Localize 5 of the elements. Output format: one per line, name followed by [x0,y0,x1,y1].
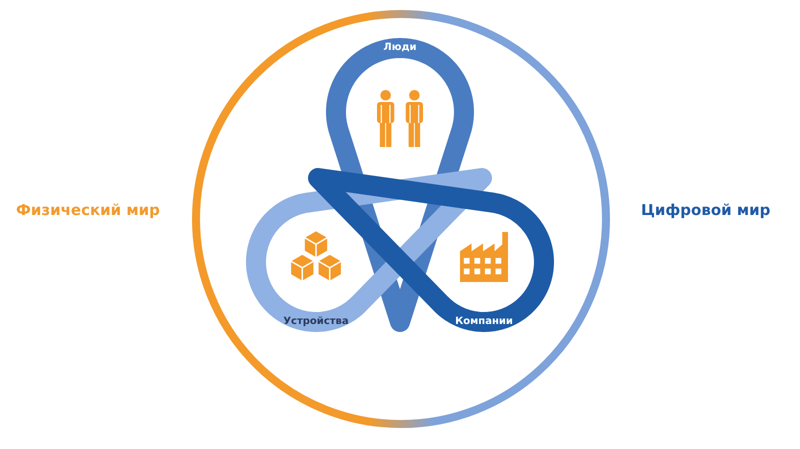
world-label: Цифровой мир [641,201,770,219]
loop-label: Люди [383,42,417,54]
world-label: Физический мир [16,201,160,219]
loop-label: Устройства [283,316,349,328]
loop-label: Компании [455,316,513,328]
